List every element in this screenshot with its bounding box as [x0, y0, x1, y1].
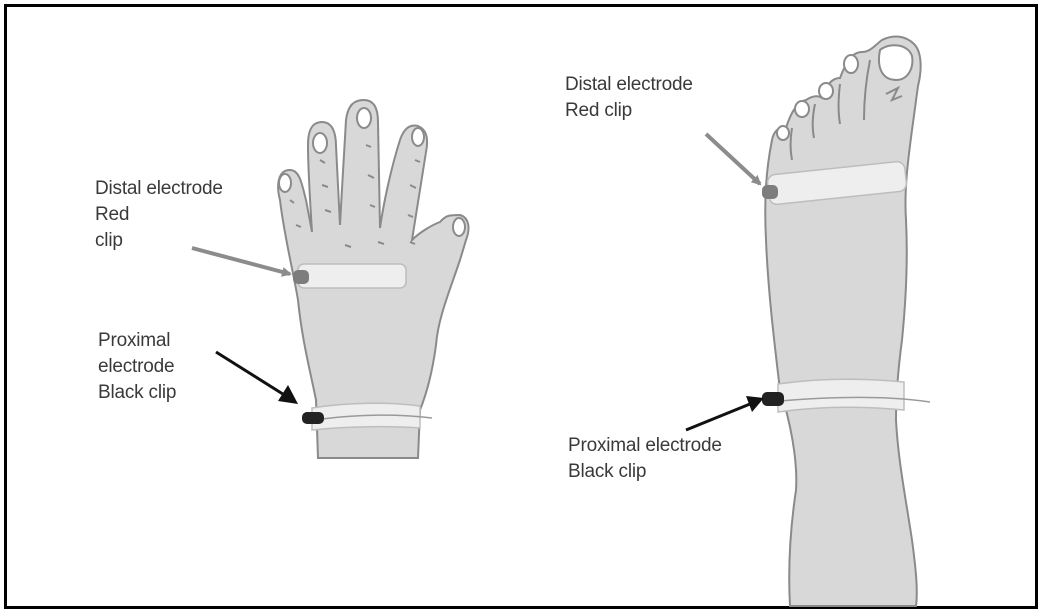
foot-illustration — [762, 37, 930, 606]
hand-distal-electrode-label: Distal electrode Red clip — [95, 176, 223, 254]
hand-proximal-electrode-label: Proximal electrode Black clip — [98, 328, 176, 406]
nail-shape — [357, 108, 371, 128]
label-line: Distal electrode — [95, 176, 223, 202]
foot-outline — [765, 37, 920, 606]
toenail-shape — [819, 83, 833, 99]
proximal-electrode-band-foot — [778, 379, 904, 412]
proximal-arrow-foot — [686, 396, 764, 430]
proximal-electrode-band — [312, 403, 420, 430]
distal-arrow-foot — [706, 134, 760, 184]
black-clip-foot — [762, 392, 784, 406]
foot-distal-electrode-label: Distal electrode Red clip — [565, 72, 693, 124]
toenail-shape — [844, 55, 858, 73]
toenail-shape — [777, 126, 789, 140]
label-line: Distal electrode — [565, 72, 693, 98]
label-line: Red — [95, 202, 223, 228]
foot-proximal-electrode-label: Proximal electrode Black clip — [568, 433, 722, 485]
label-line: Proximal — [98, 328, 176, 354]
red-clip-foot — [762, 185, 778, 199]
nail-shape — [412, 128, 424, 146]
nail-shape — [313, 133, 327, 153]
nail-shape — [279, 174, 291, 192]
hand-illustration — [278, 100, 468, 458]
red-clip-hand — [293, 270, 309, 284]
big-toenail-shape — [879, 45, 912, 80]
label-line: Proximal electrode — [568, 433, 722, 459]
toenail-shape — [795, 101, 809, 117]
label-line: electrode — [98, 354, 176, 380]
proximal-arrow-hand — [216, 352, 298, 404]
black-clip-hand — [302, 412, 324, 424]
distal-electrode-tape — [298, 264, 406, 288]
label-line: clip — [95, 228, 223, 254]
nail-shape — [453, 218, 465, 236]
label-line: Black clip — [568, 459, 722, 485]
label-line: Red clip — [565, 98, 693, 124]
label-line: Black clip — [98, 380, 176, 406]
